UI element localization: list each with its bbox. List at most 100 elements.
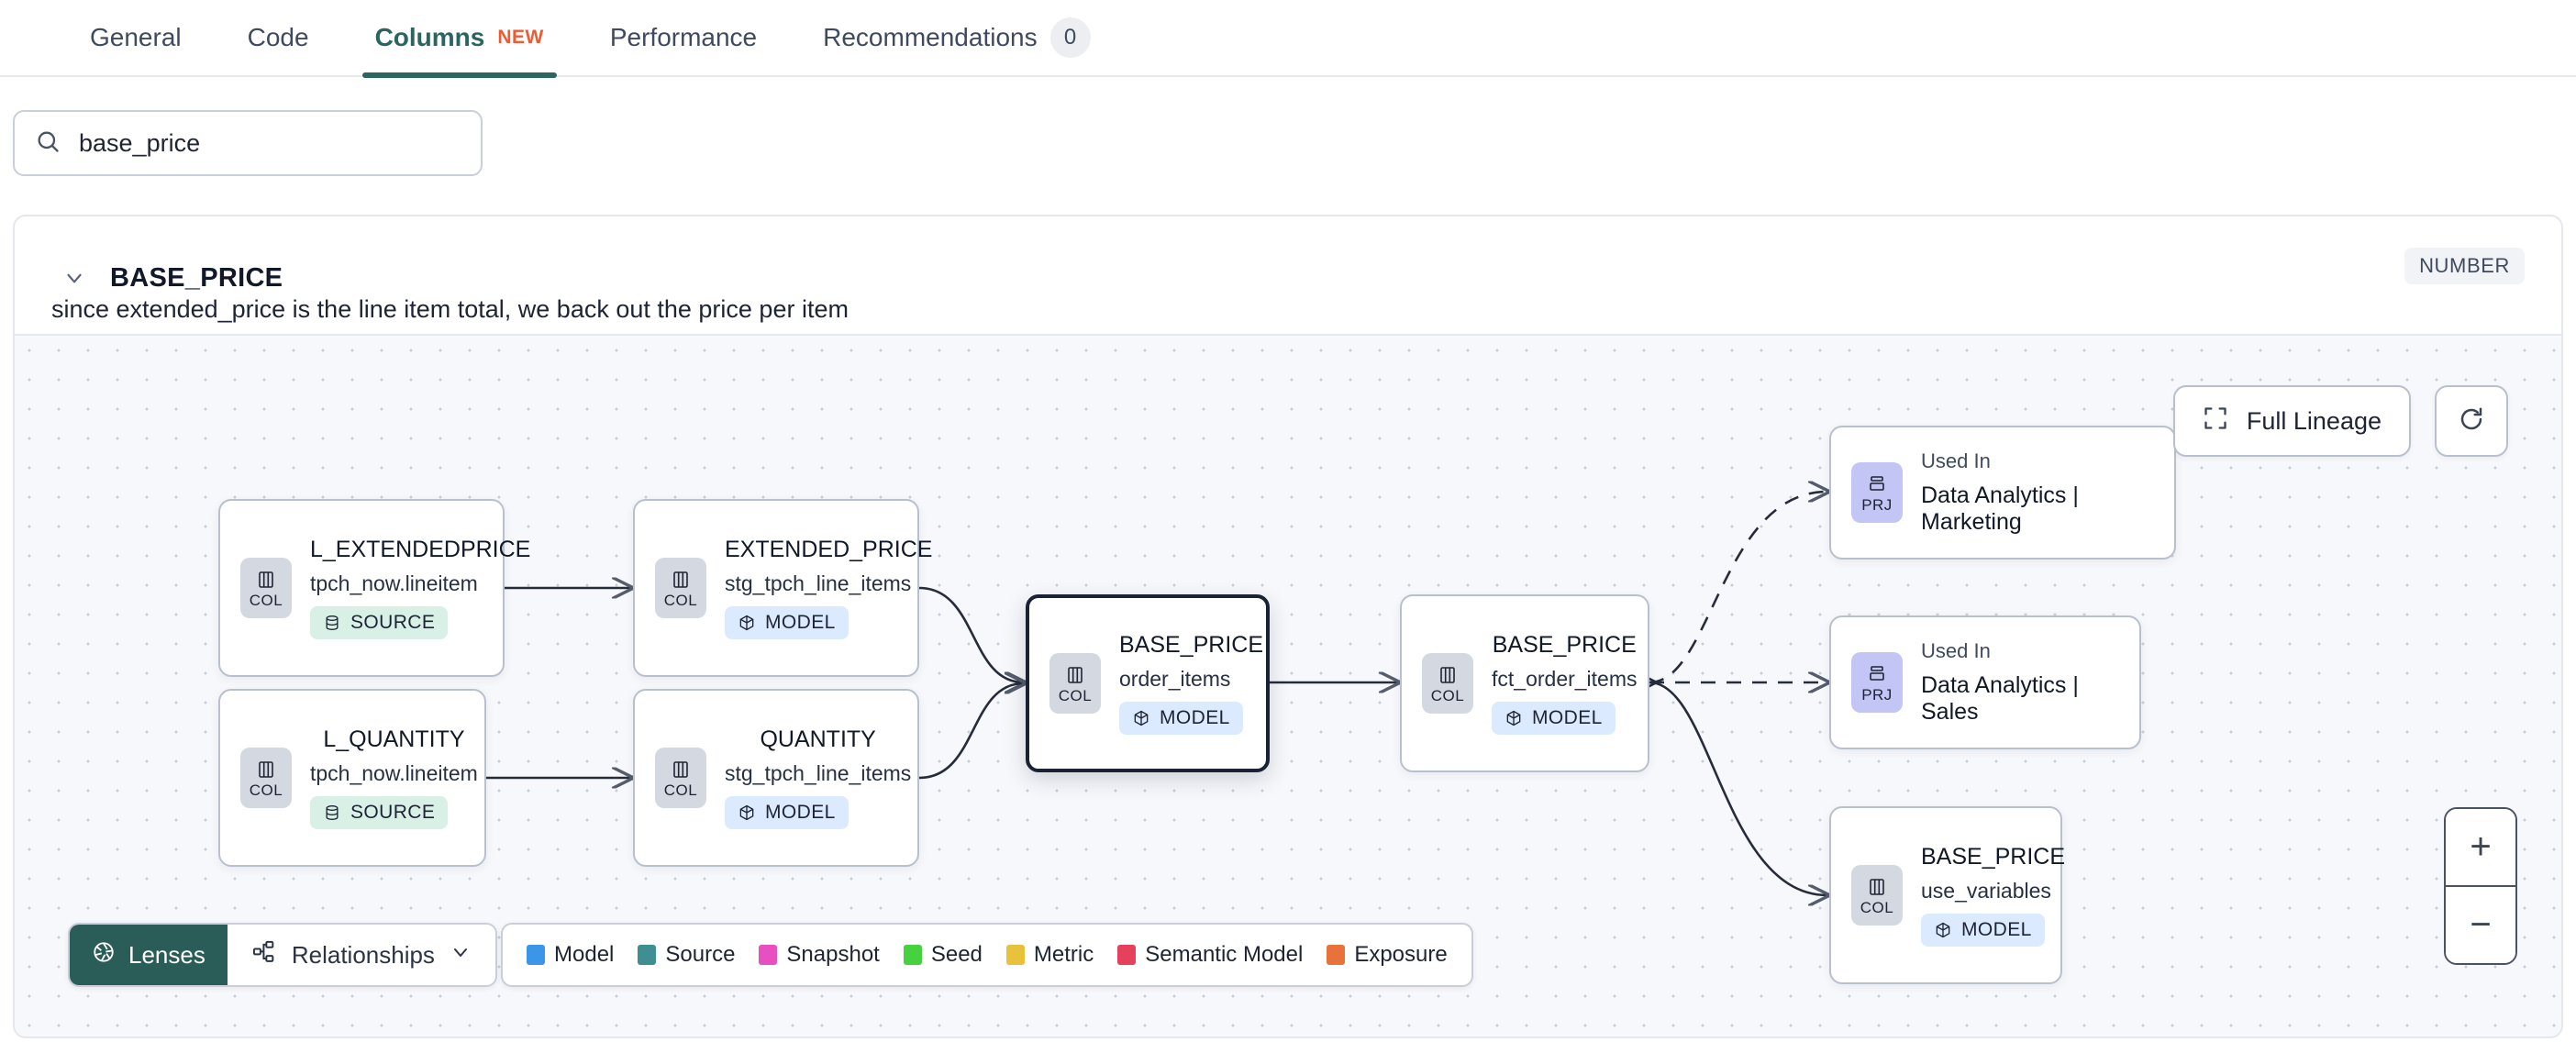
- column-detail-panel: BASE_PRICE NUMBER since extended_price i…: [13, 215, 2563, 1038]
- cube-icon: [1134, 710, 1149, 726]
- node-title: L_QUANTITY: [323, 726, 465, 752]
- tab-new-badge: NEW: [497, 27, 544, 48]
- node-title: BASE_PRICE: [1921, 844, 2066, 870]
- relationships-label: Relationships: [291, 940, 435, 969]
- lineage-node-used-in-marketing[interactable]: PRJ Used In Data Analytics | Marketing: [1829, 426, 2176, 560]
- lineage-node-used-in-sales[interactable]: PRJ Used In Data Analytics | Sales: [1829, 615, 2141, 749]
- database-icon: [326, 805, 339, 821]
- kind-label: COL: [1430, 686, 1465, 704]
- node-title: Used In: [1921, 639, 1991, 662]
- tab-label: Code: [247, 23, 309, 51]
- refresh-button[interactable]: [2435, 385, 2508, 457]
- node-title: QUANTITY: [760, 726, 876, 752]
- chevron-down-icon[interactable]: [62, 266, 86, 290]
- lenses-button[interactable]: Lenses: [70, 925, 228, 985]
- legend-label: Metric: [1033, 942, 1094, 967]
- search-input[interactable]: [77, 127, 461, 159]
- database-icon: [326, 615, 339, 631]
- legend-label: Snapshot: [786, 942, 880, 967]
- column-description: since extended_price is the line item to…: [51, 295, 849, 323]
- lineage-canvas[interactable]: COL L_EXTENDEDPRICE tpch_now.lineitem SO…: [15, 334, 2561, 1036]
- project-icon: [1870, 665, 1884, 681]
- legend-swatch: [1005, 945, 1025, 965]
- col-kind-chip: COL: [655, 558, 706, 618]
- tab-columns[interactable]: Columns NEW: [342, 0, 577, 78]
- lineage-node-base-price-fct-order-items[interactable]: COL BASE_PRICE fct_order_items MODEL: [1400, 594, 1649, 772]
- legend-item-seed[interactable]: Seed: [903, 942, 983, 968]
- project-icon: [1870, 475, 1884, 491]
- full-lineage-label: Full Lineage: [2246, 406, 2382, 435]
- legend-label: Model: [554, 942, 615, 967]
- tab-performance[interactable]: Performance: [577, 0, 790, 76]
- lineage-node-l-extendedprice[interactable]: COL L_EXTENDEDPRICE tpch_now.lineitem SO…: [218, 499, 530, 677]
- legend-item-snapshot[interactable]: Snapshot: [759, 942, 880, 968]
- kind-label: COL: [249, 781, 283, 799]
- node-title: BASE_PRICE: [1492, 632, 1637, 658]
- legend-item-exposure[interactable]: Exposure: [1327, 942, 1448, 968]
- legend-item-semantic-model[interactable]: Semantic Model: [1117, 942, 1303, 968]
- tab-label: Recommendations: [823, 23, 1038, 51]
- tab-label: Performance: [609, 23, 758, 51]
- materialization-badge: MODEL: [1119, 702, 1243, 735]
- cube-icon: [739, 615, 754, 631]
- lens-group: Lenses Relationships: [68, 923, 497, 987]
- tab-recommendations[interactable]: Recommendations 0: [790, 0, 1123, 76]
- node-subtitle: use_variables: [1921, 879, 2051, 903]
- kind-label: COL: [663, 781, 698, 799]
- node-subtitle: fct_order_items: [1492, 667, 1638, 691]
- col-kind-chip: COL: [655, 748, 706, 808]
- materialization-label: SOURCE: [350, 802, 436, 823]
- column-header: BASE_PRICE NUMBER since extended_price i…: [15, 216, 2561, 334]
- zoom-divider: [2446, 885, 2515, 887]
- kind-label: COL: [1058, 686, 1093, 704]
- node-subtitle: stg_tpch_line_items: [725, 571, 912, 595]
- legend-swatch: [1327, 945, 1346, 965]
- prj-kind-chip: PRJ: [1851, 462, 1903, 523]
- column-type-badge: NUMBER: [2404, 248, 2525, 284]
- kind-label: PRJ: [1861, 495, 1893, 514]
- node-subtitle: tpch_now.lineitem: [310, 571, 478, 595]
- relationships-dropdown[interactable]: Relationships: [227, 925, 495, 985]
- legend-swatch: [903, 945, 922, 965]
- column-title-row: BASE_PRICE: [62, 263, 2525, 294]
- tab-label: Columns: [374, 23, 485, 51]
- legend-item-source[interactable]: Source: [638, 942, 735, 968]
- search-box[interactable]: [13, 110, 483, 176]
- chevron-down-icon: [450, 941, 472, 970]
- lineage-node-base-price-use-variables[interactable]: COL BASE_PRICE use_variables MODEL: [1829, 806, 2066, 984]
- col-kind-chip: COL: [1851, 865, 1903, 926]
- cube-icon: [739, 804, 754, 821]
- lineage-node-quantity[interactable]: COL QUANTITY stg_tpch_line_items MODEL: [633, 689, 919, 867]
- materialization-badge: MODEL: [1492, 702, 1616, 735]
- legend-label: Seed: [930, 942, 983, 967]
- materialization-label: MODEL: [1961, 919, 2032, 940]
- col-kind-chip: COL: [240, 748, 292, 808]
- node-title: EXTENDED_PRICE: [725, 537, 933, 562]
- search-icon: [35, 128, 61, 159]
- expand-icon: [2203, 405, 2228, 438]
- zoom-in-button[interactable]: +: [2446, 809, 2515, 885]
- full-lineage-button[interactable]: Full Lineage: [2172, 385, 2411, 457]
- tab-label: General: [90, 23, 182, 51]
- prj-kind-chip: PRJ: [1851, 652, 1903, 713]
- col-kind-chip: COL: [1422, 653, 1473, 714]
- zoom-out-button[interactable]: −: [2446, 887, 2515, 963]
- cube-icon: [1506, 710, 1521, 726]
- legend-swatch: [638, 945, 657, 965]
- node-subtitle: stg_tpch_line_items: [725, 761, 912, 785]
- legend-item-model[interactable]: Model: [527, 942, 614, 968]
- legend-swatch: [759, 945, 778, 965]
- materialization-badge: MODEL: [725, 606, 849, 639]
- kind-label: COL: [249, 591, 283, 609]
- node-subtitle: tpch_now.lineitem: [310, 761, 478, 785]
- legend-item-metric[interactable]: Metric: [1005, 942, 1094, 968]
- lineage-node-l-quantity[interactable]: COL L_QUANTITY tpch_now.lineitem SOURCE: [218, 689, 486, 867]
- lenses-label: Lenses: [128, 940, 205, 969]
- lineage-node-extended-price[interactable]: COL EXTENDED_PRICE stg_tpch_line_items M…: [633, 499, 932, 677]
- tab-general[interactable]: General: [57, 0, 215, 76]
- cube-icon: [1936, 922, 1950, 938]
- tab-code[interactable]: Code: [215, 0, 342, 76]
- node-subtitle: Data Analytics | Sales: [1921, 672, 2079, 725]
- kind-label: COL: [1860, 898, 1894, 916]
- lineage-node-base-price-order-items[interactable]: COL BASE_PRICE order_items MODEL: [1026, 594, 1270, 772]
